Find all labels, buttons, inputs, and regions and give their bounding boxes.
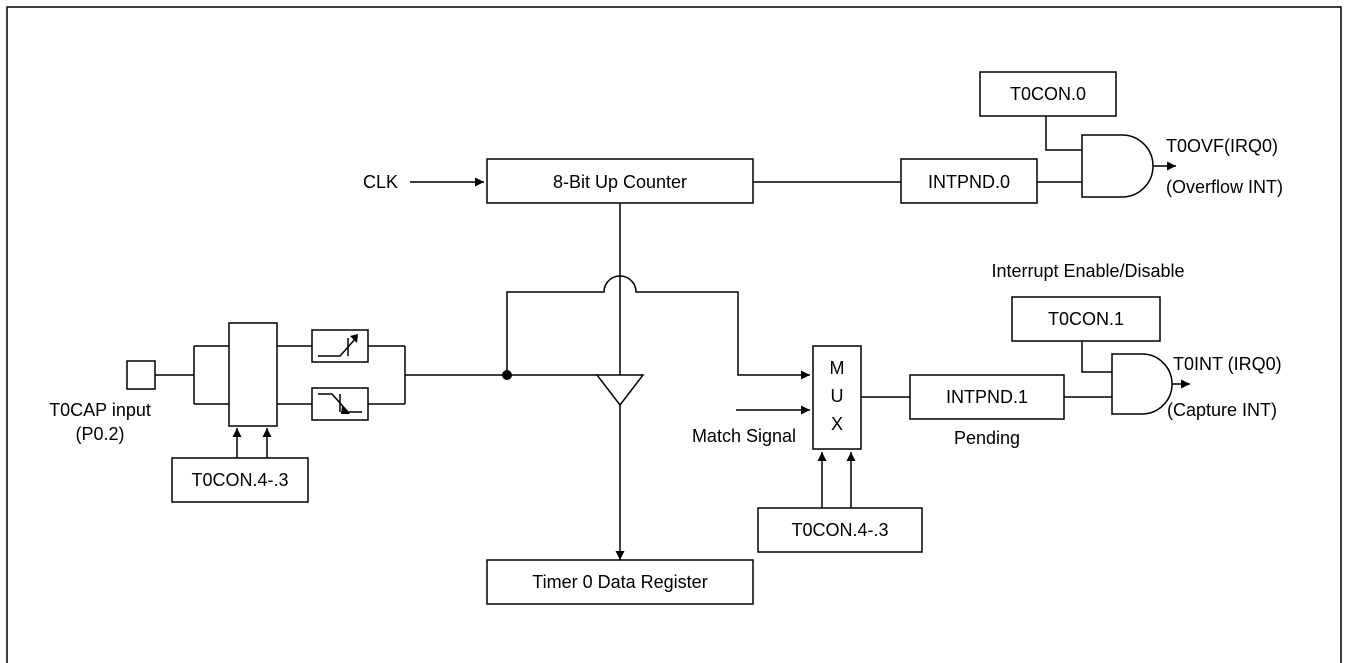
t0con0-block — [979, 71, 1117, 117]
mux-letter-u: U — [831, 386, 844, 406]
t0cap-pin — [126, 360, 156, 390]
t0con1-block — [1011, 296, 1161, 342]
up-counter-label: 8-Bit Up Counter — [553, 172, 687, 192]
t0con43-left-block — [171, 457, 309, 503]
t0con43-right-block — [757, 507, 923, 553]
t0cap-input-label: T0CAP input — [49, 400, 151, 420]
capture-to-mux-arrow — [506, 275, 810, 380]
intpnd1-label: INTPND.1 — [946, 387, 1028, 407]
t0con43-left-label: T0CON.4-.3 — [191, 470, 288, 490]
t0int-label: T0INT (IRQ0) — [1173, 354, 1282, 374]
overflow-int-label: (Overflow INT) — [1166, 177, 1283, 197]
intpnd0-label: INTPND.0 — [928, 172, 1010, 192]
data-register-label: Timer 0 Data Register — [532, 572, 707, 592]
t0con1-label: T0CON.1 — [1048, 309, 1124, 329]
match-signal-label: Match Signal — [692, 426, 796, 446]
up-counter-block — [486, 158, 754, 204]
p02-label: (P0.2) — [75, 424, 124, 444]
intpnd1-block — [909, 374, 1065, 420]
clk-label: CLK — [363, 172, 398, 192]
pending-label: Pending — [954, 428, 1020, 448]
interrupt-enable-label: Interrupt Enable/Disable — [991, 261, 1184, 281]
data-register-block — [486, 559, 754, 605]
rising-edge-arrowhead-icon — [350, 334, 358, 343]
rising-edge-detector — [311, 329, 369, 363]
intpnd0-block — [900, 158, 1038, 204]
t0con1-to-and-line — [1081, 341, 1112, 373]
falling-edge-arrowhead-icon — [341, 406, 350, 414]
outer-frame — [6, 6, 1342, 663]
edge-selector-block — [228, 322, 278, 427]
capture-and-gate — [1111, 353, 1173, 415]
overflow-and-gate — [1081, 134, 1154, 198]
mux-block — [812, 345, 862, 450]
t0con0-to-and-line — [1045, 116, 1082, 151]
mux-letter-m: M — [830, 358, 845, 378]
mux-letter-x: X — [831, 414, 843, 434]
t0con0-label: T0CON.0 — [1010, 84, 1086, 104]
buffer-triangle — [595, 374, 645, 407]
rising-edge-icon — [318, 337, 357, 357]
t0ovf-label: T0OVF(IRQ0) — [1166, 136, 1278, 156]
t0con43-right-label: T0CON.4-.3 — [791, 520, 888, 540]
capture-int-label: (Capture INT) — [1167, 400, 1277, 420]
